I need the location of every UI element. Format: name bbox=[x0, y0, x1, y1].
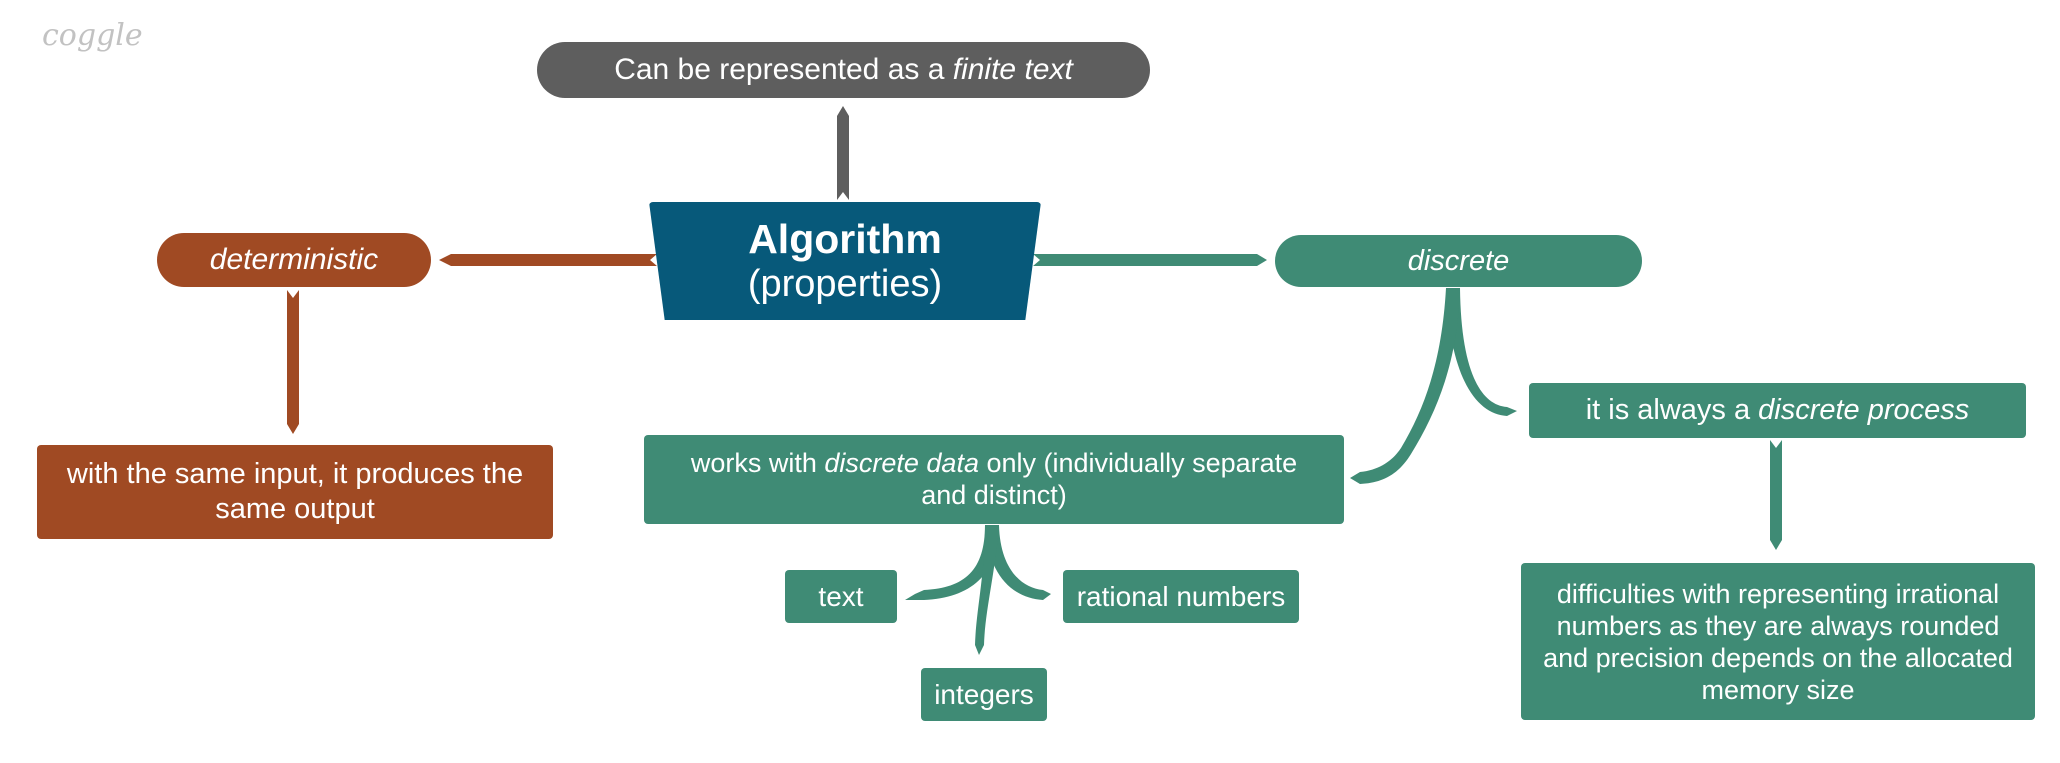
node-same-output[interactable]: with the same input, it produces the sam… bbox=[37, 445, 553, 539]
central-node-shape bbox=[649, 202, 1041, 320]
connector-data-to-text bbox=[905, 525, 999, 600]
node-discrete-data-emphasis: discrete data bbox=[824, 448, 979, 478]
node-discrete-label: discrete bbox=[1407, 244, 1510, 277]
node-discrete-data-prefix: works with bbox=[690, 448, 825, 478]
central-subtitle: (properties) bbox=[747, 263, 943, 305]
node-rational-numbers[interactable]: rational numbers bbox=[1063, 570, 1299, 623]
connector-central-to-top bbox=[837, 106, 849, 200]
node-text[interactable]: text bbox=[785, 570, 897, 623]
node-same-output-label: with the same input, it produces the sam… bbox=[66, 458, 524, 525]
node-discrete[interactable]: discrete bbox=[1275, 235, 1642, 287]
coggle-logo: coggle bbox=[42, 18, 143, 53]
node-discrete-data[interactable]: works with discrete data only (individua… bbox=[644, 435, 1344, 524]
node-integers-label: integers bbox=[934, 678, 1034, 710]
node-discrete-process-prefix: it is always a bbox=[1585, 394, 1759, 426]
connector-data-to-integers bbox=[975, 525, 999, 655]
connector-central-to-deterministic bbox=[439, 254, 657, 266]
node-irrational-numbers[interactable]: difficulties with representing irrationa… bbox=[1521, 563, 2035, 720]
central-node-algorithm[interactable]: Algorithm (properties) bbox=[649, 202, 1041, 320]
node-irrational-numbers-label: difficulties with representing irrationa… bbox=[1543, 578, 2013, 705]
connector-discrete-to-data bbox=[1350, 288, 1460, 484]
node-finite-text-emphasis: finite text bbox=[952, 53, 1073, 86]
node-discrete-data-suffix: only (individually separate and distinct… bbox=[921, 448, 1305, 510]
node-deterministic-label: deterministic bbox=[209, 243, 379, 276]
node-text-label: text bbox=[818, 580, 864, 612]
connector-deterministic-to-child bbox=[287, 290, 299, 434]
node-finite-text-prefix: Can be represented as a bbox=[614, 53, 953, 86]
node-rational-numbers-label: rational numbers bbox=[1076, 580, 1286, 612]
node-deterministic[interactable]: deterministic bbox=[157, 233, 431, 287]
central-title: Algorithm bbox=[748, 216, 942, 262]
connector-process-to-child bbox=[1770, 440, 1782, 550]
node-discrete-process-emphasis: discrete process bbox=[1758, 394, 1970, 426]
node-finite-text[interactable]: Can be represented as a finite text bbox=[537, 42, 1150, 98]
connector-central-to-discrete bbox=[1033, 254, 1267, 266]
node-discrete-process[interactable]: it is always a discrete process bbox=[1529, 383, 2026, 438]
node-integers[interactable]: integers bbox=[921, 668, 1047, 721]
